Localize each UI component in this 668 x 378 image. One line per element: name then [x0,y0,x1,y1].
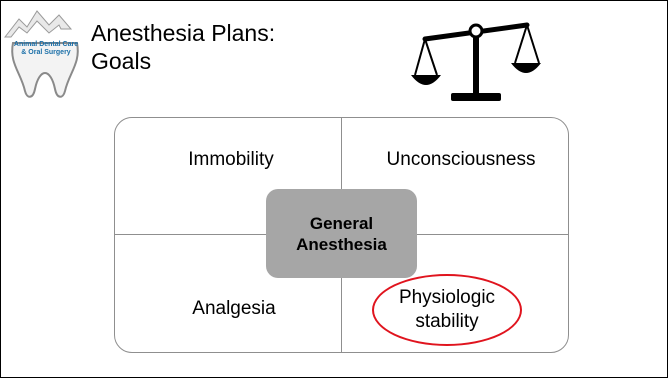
logo-text-line2: & Oral Surgery [21,49,71,56]
slide-title: Anesthesia Plans: Goals [91,19,275,75]
logo-text-line1: Animal Dental Care [13,41,79,48]
center-line2: Anesthesia [296,234,387,254]
quadrant-analgesia: Analgesia [192,298,276,319]
mountain-tooth-icon [3,10,79,98]
general-anesthesia-box: General Anesthesia [266,189,417,278]
quadrant-unconsciousness: Unconsciousness [386,149,536,170]
balance-scale-icon [411,22,541,101]
center-line1: General [309,213,374,233]
highlight-ellipse [372,274,522,346]
clinic-logo: Animal Dental Care & Oral Surgery [3,3,89,103]
title-line1: Anesthesia Plans: [91,20,276,46]
title-line2: Goals [91,48,152,74]
quadrant-immobility: Immobility [188,149,274,170]
